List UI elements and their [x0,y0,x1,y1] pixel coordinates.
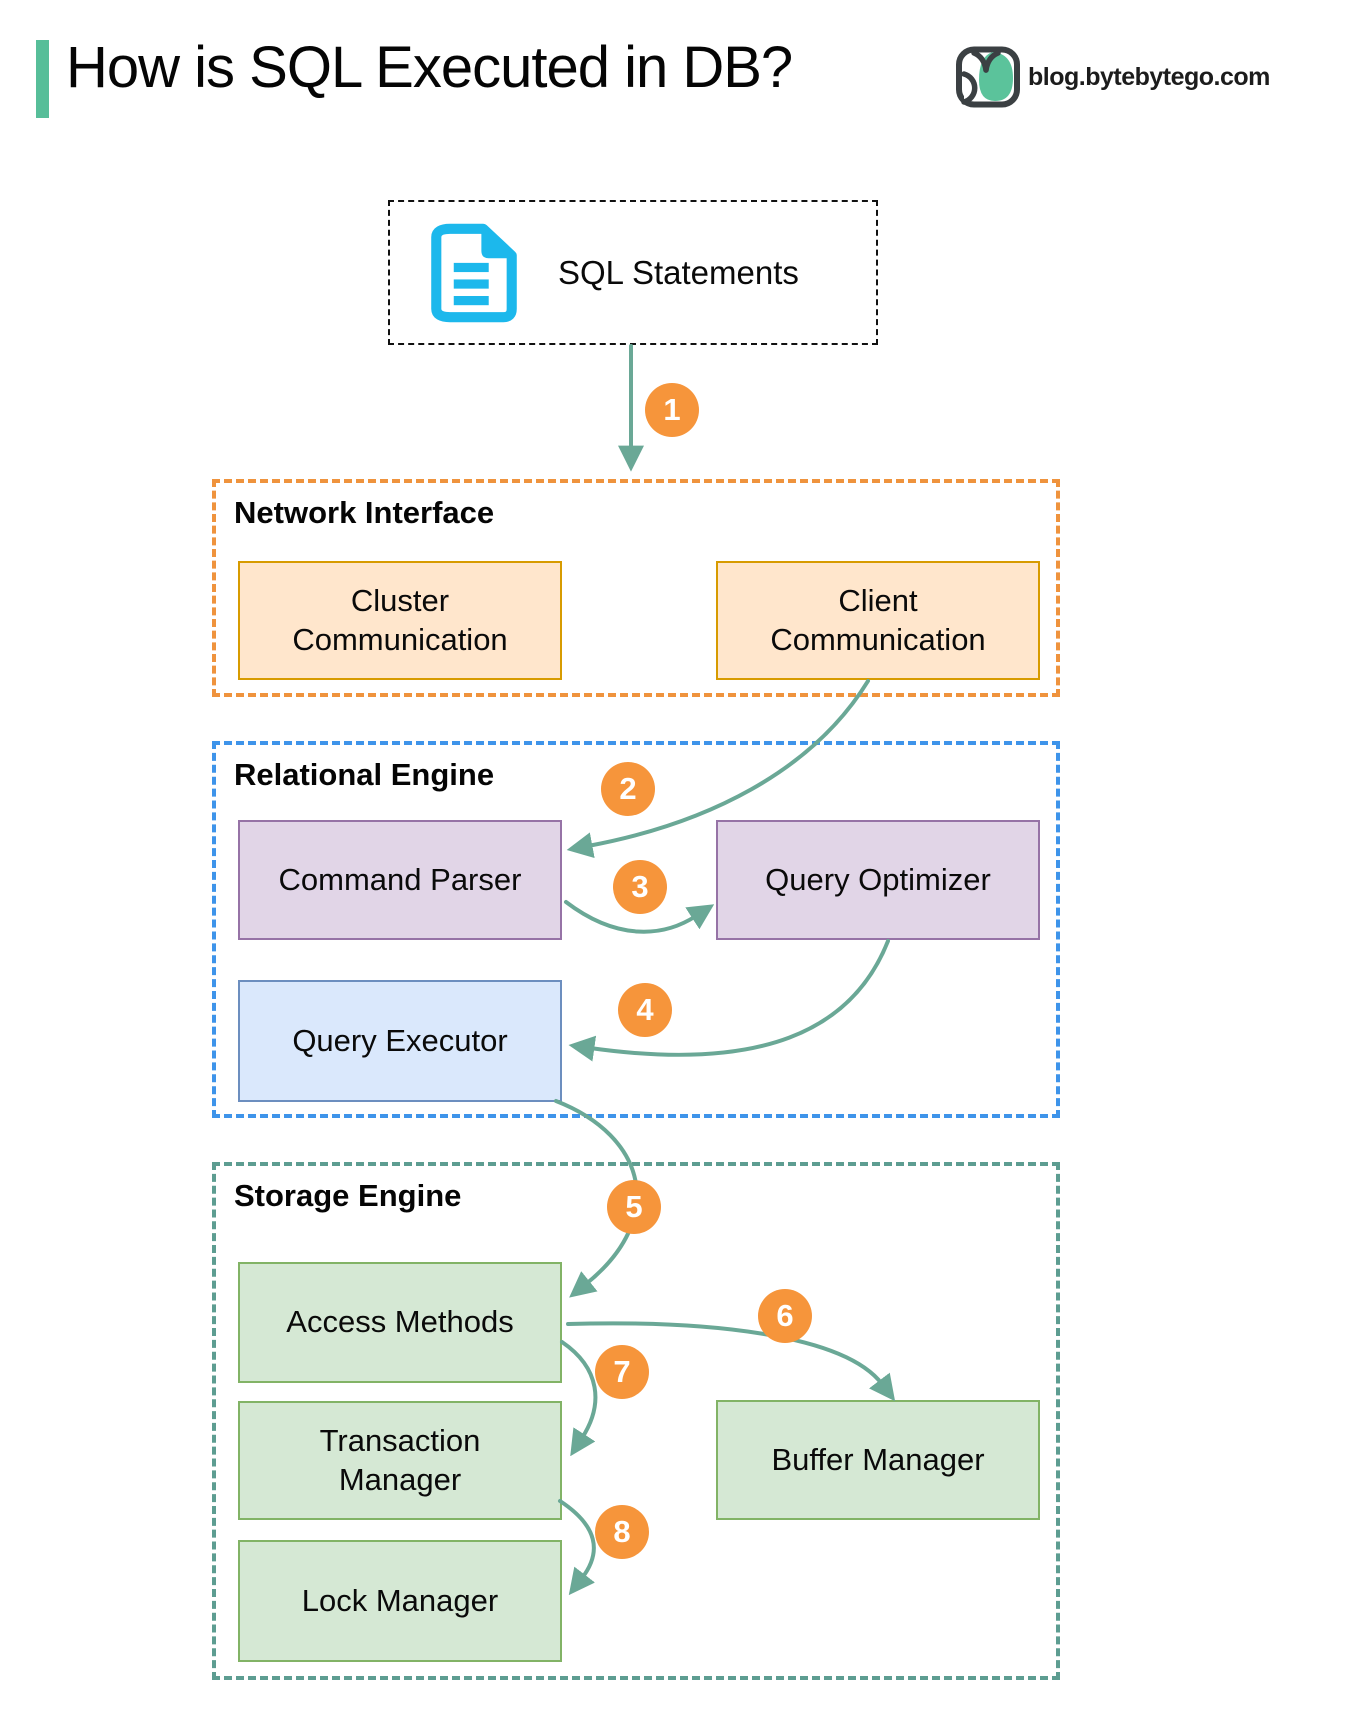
node-client-communication: Client Communication [716,561,1040,680]
step-badge-5: 5 [607,1180,661,1234]
owl-logo-icon [956,46,1020,108]
node-lock-manager: Lock Manager [238,1540,562,1662]
section-storage-engine-label: Storage Engine [234,1178,462,1213]
brand: blog.bytebytego.com [955,46,1270,108]
section-network-interface: Network Interface Cluster Communication … [212,479,1060,697]
section-storage-engine: Storage Engine Access Methods Transactio… [212,1162,1060,1680]
node-access-methods: Access Methods [238,1262,562,1383]
node-transaction-manager: Transaction Manager [238,1401,562,1520]
node-cluster-communication: Cluster Communication [238,561,562,680]
document-icon [431,223,517,322]
page-title: How is SQL Executed in DB? [66,35,793,100]
title-accent-bar [36,40,49,118]
node-buffer-manager: Buffer Manager [716,1400,1040,1520]
step-badge-2: 2 [601,762,655,816]
brand-text: blog.bytebytego.com [1028,62,1270,91]
step-badge-4: 4 [618,983,672,1037]
node-query-optimizer: Query Optimizer [716,820,1040,940]
step-badge-7: 7 [595,1345,649,1399]
sql-statements-label: SQL Statements [558,253,799,291]
section-relational-engine-label: Relational Engine [234,757,495,792]
step-badge-8: 8 [595,1505,649,1559]
sql-statements-node: SQL Statements [388,200,878,345]
section-network-interface-label: Network Interface [234,495,495,530]
step-badge-3: 3 [613,860,667,914]
step-badge-6: 6 [758,1289,812,1343]
step-badge-1: 1 [645,383,699,437]
node-command-parser: Command Parser [238,820,562,940]
section-relational-engine: Relational Engine Command Parser Query O… [212,741,1060,1118]
node-query-executor: Query Executor [238,980,562,1102]
